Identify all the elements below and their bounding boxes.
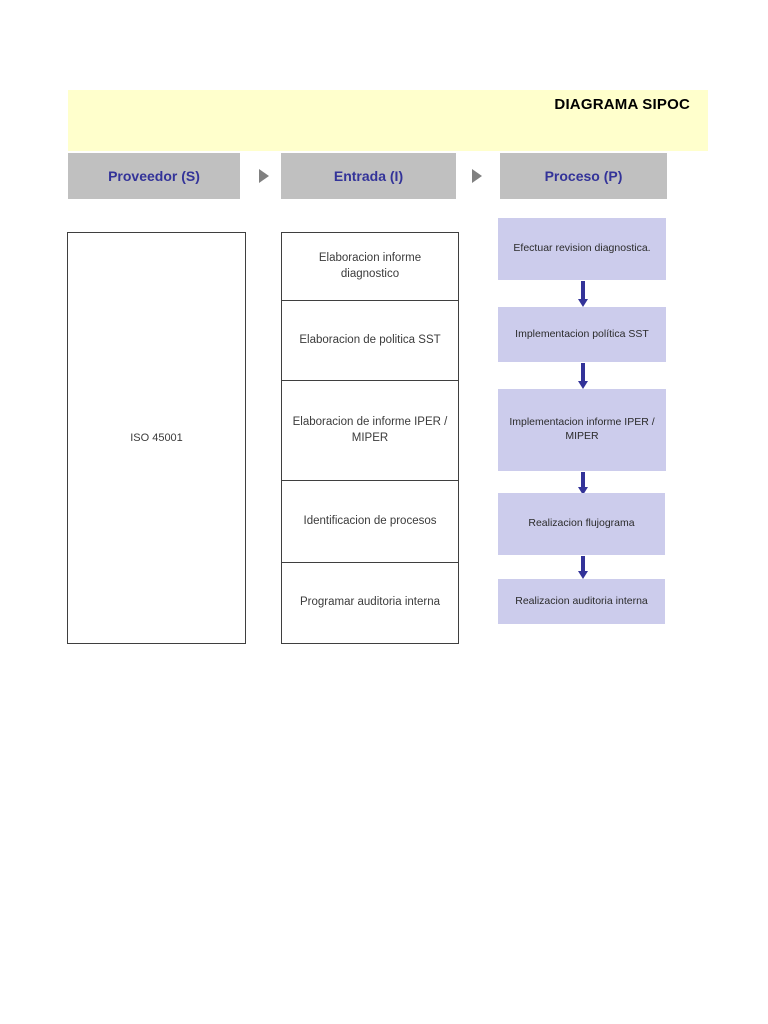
- proceso-box-label: Realizacion auditoria interna: [515, 594, 648, 607]
- entrada-cell-label: Elaboracion de politica SST: [299, 333, 441, 346]
- arrow-down-icon: [578, 281, 588, 307]
- proveedor-cell[interactable]: ISO 45001: [67, 232, 246, 644]
- entrada-cell-label: Elaboracion informe diagnostico: [318, 251, 422, 280]
- proceso-box-label: Implementacion informe IPER / MIPER: [509, 416, 655, 442]
- arrow-down-icon: [578, 556, 588, 579]
- proceso-box[interactable]: Realizacion auditoria interna: [498, 579, 665, 624]
- arrow-down-icon: [578, 472, 588, 495]
- arrow-down-icon: [578, 363, 588, 389]
- proceso-box-label: Implementacion política SST: [515, 327, 649, 340]
- proceso-box-label: Realizacion flujograma: [528, 517, 635, 530]
- entrada-cell[interactable]: Elaboracion de politica SST: [282, 301, 458, 381]
- proceso-box[interactable]: Implementacion informe IPER / MIPER: [498, 389, 666, 471]
- proceso-box[interactable]: Implementacion política SST: [498, 307, 666, 362]
- proceso-box[interactable]: Realizacion flujograma: [498, 493, 665, 555]
- entrada-cell[interactable]: Elaboracion informe diagnostico: [282, 233, 458, 301]
- entrada-cell[interactable]: Elaboracion de informe IPER / MIPER: [282, 381, 458, 481]
- column-header-proveedor-label: Proveedor (S): [108, 168, 200, 184]
- proveedor-cell-label: ISO 45001: [130, 432, 183, 444]
- column-header-proveedor[interactable]: Proveedor (S): [68, 153, 240, 199]
- entrada-cell-label: Elaboracion de informe IPER / MIPER: [292, 415, 448, 444]
- proceso-box[interactable]: Efectuar revision diagnostica.: [498, 218, 666, 280]
- column-header-proceso[interactable]: Proceso (P): [500, 153, 667, 199]
- entrada-column-body: Elaboracion informe diagnostico Elaborac…: [281, 232, 459, 644]
- entrada-cell-label: Identificacion de procesos: [303, 514, 437, 527]
- page-title: DIAGRAMA SIPOC: [554, 96, 690, 113]
- column-header-entrada-label: Entrada (I): [333, 168, 404, 184]
- column-header-proceso-label: Proceso (P): [544, 168, 623, 184]
- triangle-right-icon: [472, 169, 482, 183]
- entrada-cell-label: Programar auditoria interna: [300, 596, 440, 609]
- entrada-cell[interactable]: Programar auditoria interna: [282, 563, 458, 644]
- entrada-cell[interactable]: Identificacion de procesos: [282, 481, 458, 563]
- column-header-entrada[interactable]: Entrada (I): [281, 153, 456, 199]
- title-bar: DIAGRAMA SIPOC: [68, 90, 708, 151]
- proceso-box-label: Efectuar revision diagnostica.: [513, 242, 651, 255]
- triangle-right-icon: [259, 169, 269, 183]
